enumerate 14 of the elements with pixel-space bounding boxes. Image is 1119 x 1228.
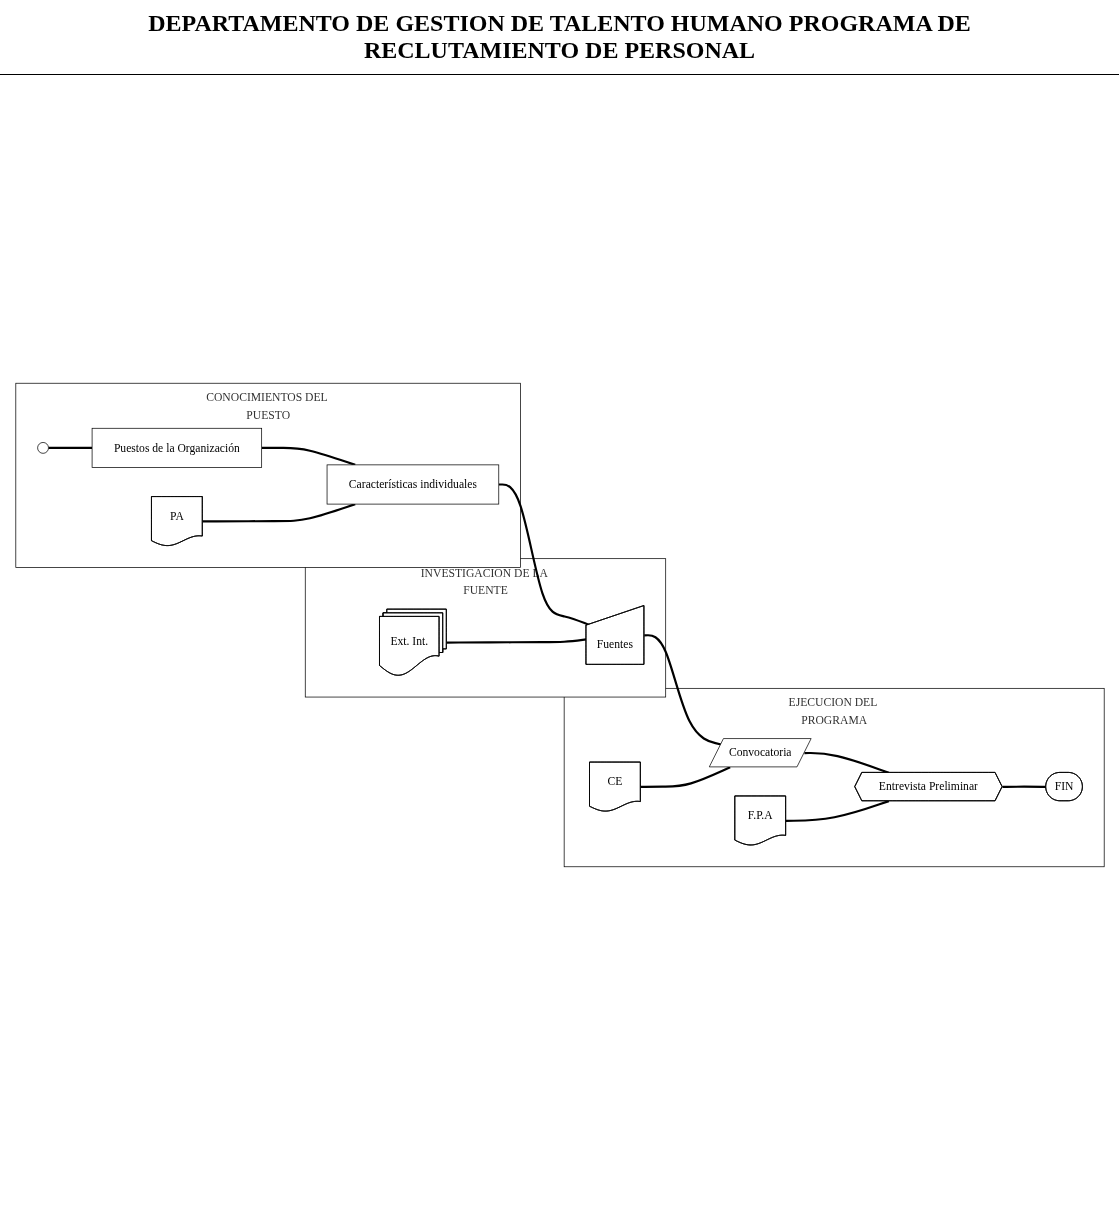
node-box: Características individuales — [326, 464, 499, 505]
connector — [643, 634, 721, 746]
connector — [498, 483, 589, 626]
connector — [446, 638, 586, 644]
node-box: Puestos de la Organización — [91, 427, 262, 468]
connector — [785, 800, 889, 822]
connector — [803, 751, 889, 774]
connector — [48, 446, 92, 449]
connector — [202, 503, 356, 523]
connector — [261, 446, 356, 466]
connector — [1001, 785, 1046, 789]
connector — [640, 766, 731, 789]
diagram-title: DEPARTAMENTO DE GESTION DE TALENTO HUMANO PROGRAMA DE RECLUTAMIENTO DE PERSONAL — [0, 0, 1119, 75]
node-circle — [36, 442, 49, 454]
